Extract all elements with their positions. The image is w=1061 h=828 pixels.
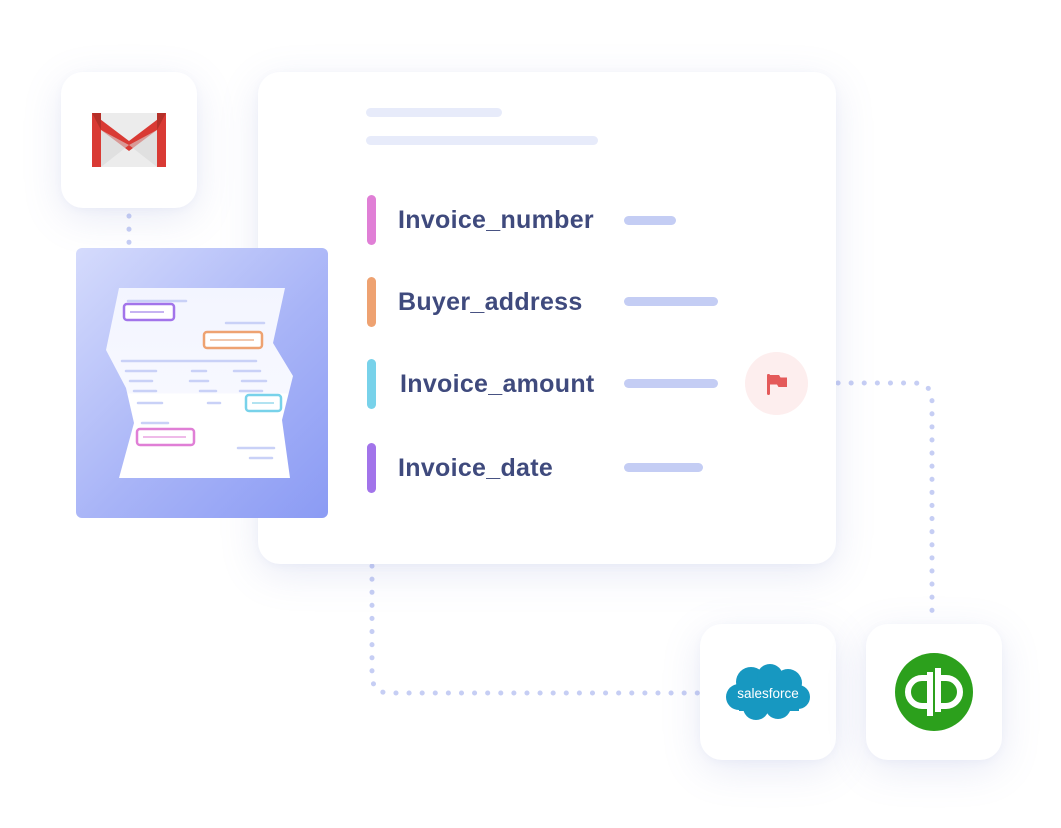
flag-to-quickbooks-connector bbox=[835, 380, 935, 625]
field-row-invoice-amount[interactable]: Invoice_amount bbox=[367, 359, 595, 409]
field-label: Buyer_address bbox=[398, 287, 583, 316]
card-to-salesforce-connector bbox=[369, 563, 703, 696]
extraction-card: Invoice_number Buyer_address Invoice_amo… bbox=[258, 72, 836, 564]
field-value-placeholder bbox=[624, 379, 718, 388]
field-value-placeholder bbox=[624, 463, 703, 472]
document-preview bbox=[76, 248, 328, 518]
field-label: Invoice_number bbox=[398, 205, 594, 234]
field-accent-bar bbox=[367, 443, 376, 493]
document-text-lines bbox=[120, 299, 276, 460]
field-accent-bar bbox=[367, 277, 376, 327]
field-label: Invoice_amount bbox=[400, 369, 595, 398]
field-row-invoice-date[interactable]: Invoice_date bbox=[367, 443, 553, 493]
gmail-icon bbox=[92, 113, 166, 167]
detected-field-boxes bbox=[122, 302, 283, 447]
gmail-card[interactable] bbox=[61, 72, 197, 208]
document-illustration bbox=[106, 288, 293, 478]
header-placeholder-line bbox=[366, 136, 598, 145]
flag-button[interactable] bbox=[745, 352, 808, 415]
field-accent-bar bbox=[367, 195, 376, 245]
quickbooks-card[interactable] bbox=[866, 624, 1002, 760]
salesforce-logo: salesforce bbox=[726, 664, 810, 720]
flag-icon bbox=[766, 373, 787, 395]
header-placeholder-line bbox=[366, 108, 502, 117]
field-value-placeholder bbox=[624, 216, 676, 225]
field-label: Invoice_date bbox=[398, 453, 554, 482]
field-row-invoice-number[interactable]: Invoice_number bbox=[367, 195, 594, 245]
svg-text:salesforce: salesforce bbox=[737, 686, 799, 701]
field-row-buyer-address[interactable]: Buyer_address bbox=[367, 277, 583, 327]
field-accent-bar bbox=[367, 359, 376, 409]
salesforce-card[interactable]: salesforce bbox=[700, 624, 836, 760]
quickbooks-logo bbox=[895, 653, 973, 731]
field-value-placeholder bbox=[624, 297, 718, 306]
